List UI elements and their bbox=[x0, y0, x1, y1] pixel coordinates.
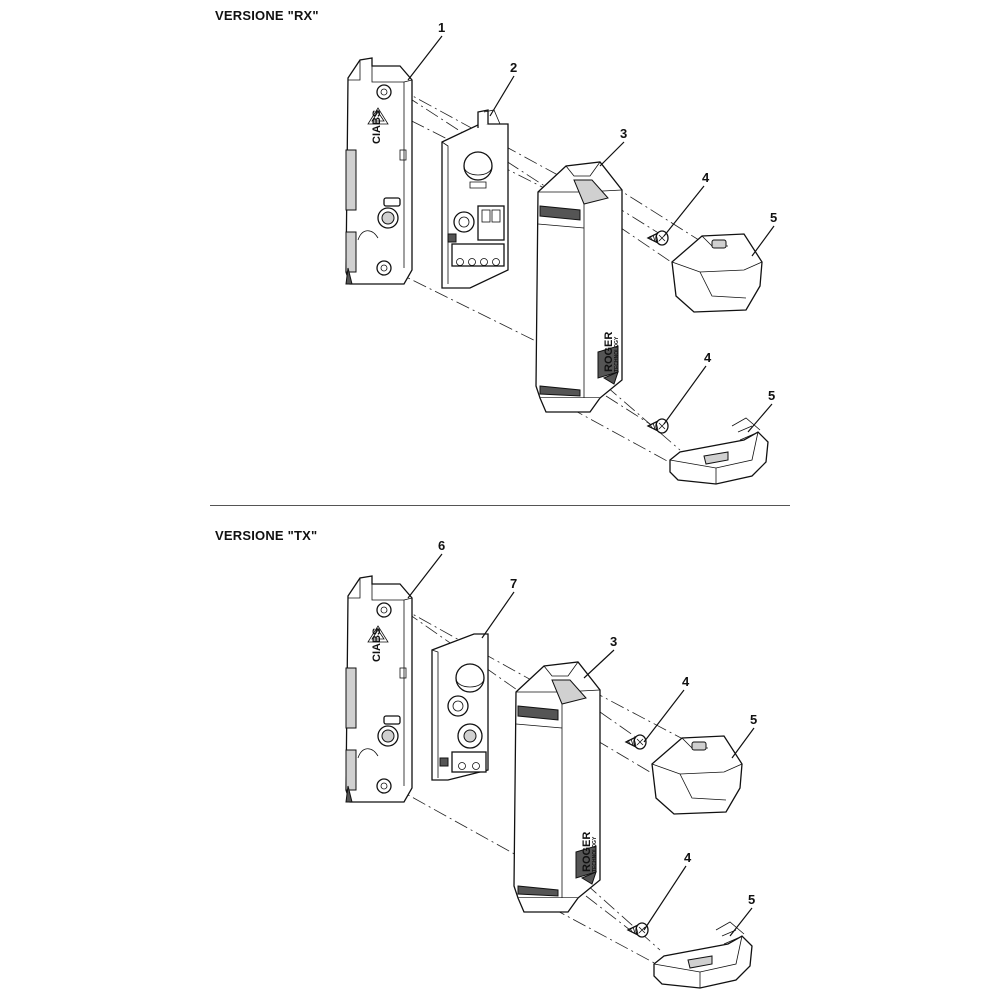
rx-callout-4-top: 4 bbox=[702, 170, 710, 185]
rx-callout-2: 2 bbox=[510, 60, 517, 75]
tx-callout-4-top: 4 bbox=[682, 674, 690, 689]
tx-callout-4-bottom: 4 bbox=[684, 850, 692, 865]
rx-callout-4-bottom: 4 bbox=[704, 350, 712, 365]
rx-circuit-board bbox=[441, 109, 509, 289]
rx-callout-3: 3 bbox=[620, 126, 627, 141]
rx-bottom-cap bbox=[669, 417, 769, 485]
tx-callout-6: 6 bbox=[438, 538, 445, 553]
tx-brand-name: ROGER bbox=[581, 832, 593, 872]
rx-brand-name: ROGER bbox=[603, 332, 615, 372]
tx-callout-3: 3 bbox=[610, 634, 617, 649]
tx-screw-top bbox=[625, 734, 647, 750]
rx-callout-5-bottom: 5 bbox=[768, 388, 775, 403]
rx-brand-tagline: TECHNOLOGY bbox=[614, 336, 620, 372]
rx-base bbox=[345, 57, 413, 285]
tx-callout-5-top: 5 bbox=[750, 712, 757, 727]
rx-screw-bottom bbox=[647, 418, 669, 434]
rx-callout-5-top: 5 bbox=[770, 210, 777, 225]
tx-top-cap bbox=[651, 735, 743, 815]
rx-screw-top bbox=[647, 230, 669, 246]
tx-base bbox=[345, 575, 413, 803]
rx-base-marking: CIABS bbox=[371, 110, 383, 144]
tx-callout-5-bottom: 5 bbox=[748, 892, 755, 907]
rx-assembly: CIABS ROGER TECHNOLOGY 1 2 3 4 5 4 5 bbox=[345, 20, 777, 485]
tx-bottom-cap bbox=[653, 921, 753, 989]
rx-main-body bbox=[535, 161, 623, 413]
tx-screw-bottom bbox=[627, 922, 649, 938]
tx-base-marking: CIABS bbox=[371, 628, 383, 662]
tx-circuit-board bbox=[431, 633, 489, 781]
tx-callout-7: 7 bbox=[510, 576, 517, 591]
rx-top-cap bbox=[671, 233, 763, 313]
section-title-rx: VERSIONE "RX" bbox=[215, 8, 319, 23]
tx-main-body bbox=[513, 661, 601, 913]
tx-brand-tagline: TECHNOLOGY bbox=[592, 836, 598, 872]
rx-callout-1: 1 bbox=[438, 20, 445, 35]
section-title-tx: VERSIONE "TX" bbox=[215, 528, 318, 543]
section-divider bbox=[210, 505, 790, 506]
tx-assembly: CIABS ROGER TECHNOLOGY 6 7 3 4 5 4 5 bbox=[345, 538, 757, 989]
